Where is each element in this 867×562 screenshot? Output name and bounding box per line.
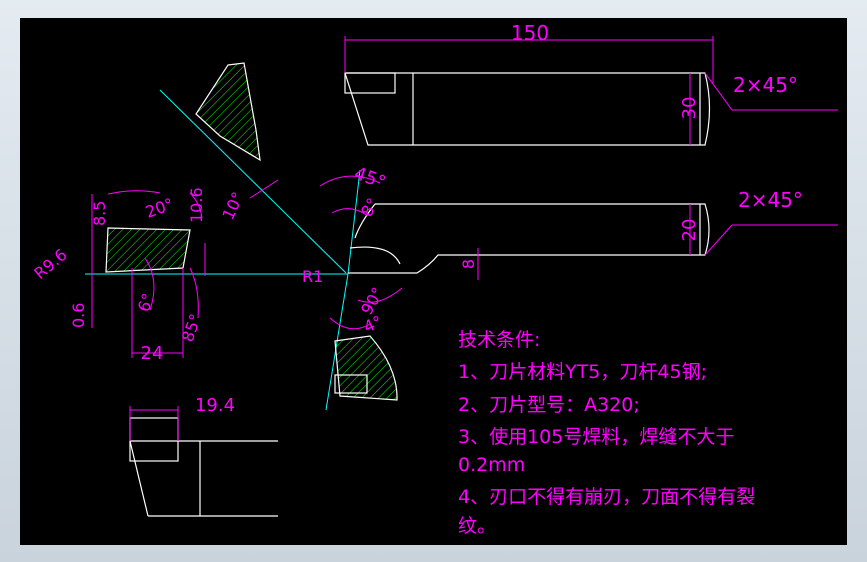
- dim-angle-85: 85°: [178, 311, 206, 344]
- dim-size-24: 24: [141, 343, 164, 364]
- dimension-texts: 150 2×45° 30 2×45° 20 8 45° 8° R1 90° 4°…: [30, 21, 803, 416]
- dim-chamfer-top: 2×45°: [733, 73, 798, 97]
- dim-angle-4: 4°: [361, 312, 386, 337]
- dim-size-10-6: 10.6: [187, 187, 206, 223]
- dim-angle-20: 20°: [143, 194, 176, 222]
- note-line-2: 2、刀片型号：A320;: [458, 394, 640, 416]
- dim-size-0-6: 0.6: [69, 303, 88, 328]
- dim-size-8-5: 8.5: [90, 201, 109, 226]
- tool-body-top: [344, 72, 711, 146]
- dim-radius-r9-6: R9.6: [30, 245, 70, 283]
- detail-view: [129, 417, 278, 517]
- dim-radius-r1: R1: [302, 267, 323, 286]
- dim-height-8: 8: [459, 259, 478, 269]
- note-line-4b: 纹。: [458, 515, 497, 537]
- note-line-3b: 0.2mm: [458, 454, 526, 476]
- dim-angle-10-left: 10°: [218, 189, 247, 223]
- dim-height-20: 20: [679, 219, 700, 242]
- cad-drawing: 150 2×45° 30 2×45° 20 8 45° 8° R1 90° 4°…: [30, 21, 838, 517]
- dim-angle-8-top: 8°: [357, 195, 383, 220]
- dim-angle-6: 6°: [134, 291, 158, 315]
- tool-body-front: [348, 203, 710, 274]
- dim-chamfer-mid: 2×45°: [738, 188, 803, 212]
- dimension-lines: [91, 36, 838, 441]
- note-line-3: 3、使用105号焊料，焊缝不大于: [458, 426, 735, 448]
- dim-height-30: 30: [679, 97, 700, 120]
- drawing-canvas[interactable]: 150 2×45° 30 2×45° 20 8 45° 8° R1 90° 4°…: [20, 18, 847, 545]
- dim-angle-45: 45°: [351, 163, 388, 194]
- notes-title: 技术条件:: [458, 329, 541, 351]
- note-line-4: 4、刃口不得有崩刃，刀面不得有裂: [458, 486, 756, 508]
- note-line-1: 1、刀片材料YT5，刀杆45钢;: [458, 361, 707, 383]
- dim-length-150: 150: [511, 21, 549, 45]
- dim-size-19-4: 19.4: [195, 395, 235, 416]
